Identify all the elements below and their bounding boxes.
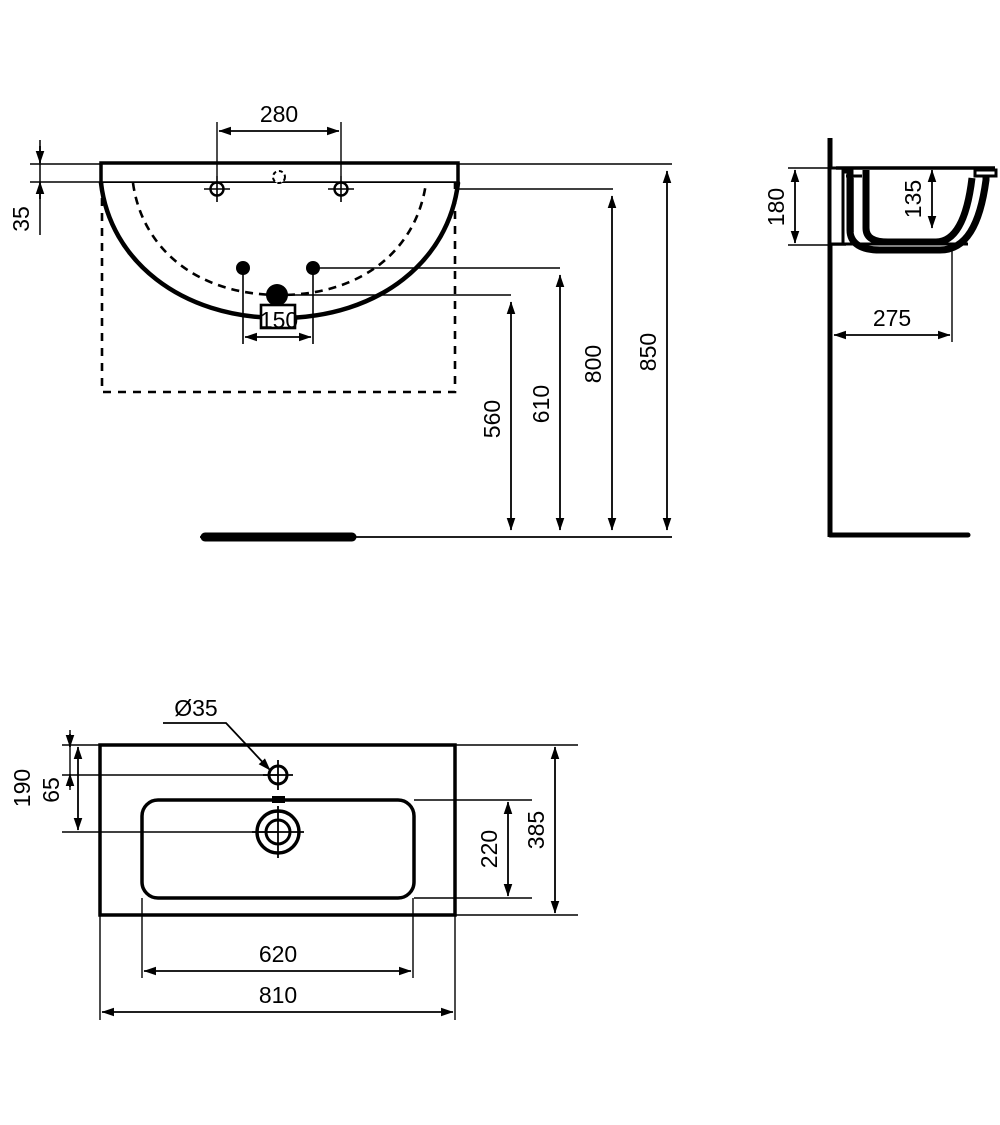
dimension-65-label: 65	[38, 777, 64, 803]
dimension-35: 35	[8, 140, 45, 235]
dimension-220: 220	[476, 801, 513, 897]
dimension-180-label: 180	[763, 188, 789, 226]
tap-hole-right-marker	[328, 176, 354, 202]
dimension-620-label: 620	[259, 941, 297, 967]
dimension-180: 180	[763, 169, 800, 244]
dimension-385: 385	[523, 746, 560, 914]
dimension-150: 150	[244, 307, 312, 342]
dimension-190: 190	[9, 746, 83, 831]
basin-side-profile	[828, 166, 998, 254]
dimension-610: 610	[528, 274, 565, 531]
plan-view: Ø35 190 65 220 385	[9, 695, 578, 1020]
dimension-35-label: 35	[8, 206, 34, 232]
plan-overflow-slot	[272, 796, 285, 803]
dimension-280-label: 280	[260, 101, 298, 127]
dimension-135-label: 135	[900, 180, 926, 218]
tap-hole-left-marker	[204, 176, 230, 202]
side-elevation-view: 180 135 275	[763, 138, 998, 538]
dimension-800: 800	[580, 195, 617, 531]
tap-hole-diameter-leader: Ø35	[163, 695, 271, 771]
front-elevation-view: 280 35 150 560 610 800	[8, 101, 672, 542]
dimension-620: 620	[143, 941, 412, 976]
dimension-150-label: 150	[260, 307, 298, 333]
dimension-810: 810	[101, 982, 454, 1017]
installation-envelope-dashed	[100, 183, 457, 394]
dimension-610-label: 610	[528, 385, 554, 423]
dimension-850: 850	[635, 170, 672, 531]
dimension-135: 135	[900, 169, 937, 229]
dimension-280: 280	[216, 101, 342, 176]
dimension-65: 65	[38, 730, 75, 803]
overflow-hole-marker	[272, 170, 286, 184]
dimension-800-label: 800	[580, 345, 606, 383]
dimension-diameter-35-label: Ø35	[174, 695, 217, 721]
dimension-190-label: 190	[9, 769, 35, 807]
dimension-220-label: 220	[476, 830, 502, 868]
dimension-560-label: 560	[479, 400, 505, 438]
dimension-385-label: 385	[523, 811, 549, 849]
dimension-560: 560	[479, 301, 516, 531]
dimension-275: 275	[833, 305, 951, 340]
dimension-275-label: 275	[873, 305, 911, 331]
dimension-850-label: 850	[635, 333, 661, 371]
dimension-810-label: 810	[259, 982, 297, 1008]
